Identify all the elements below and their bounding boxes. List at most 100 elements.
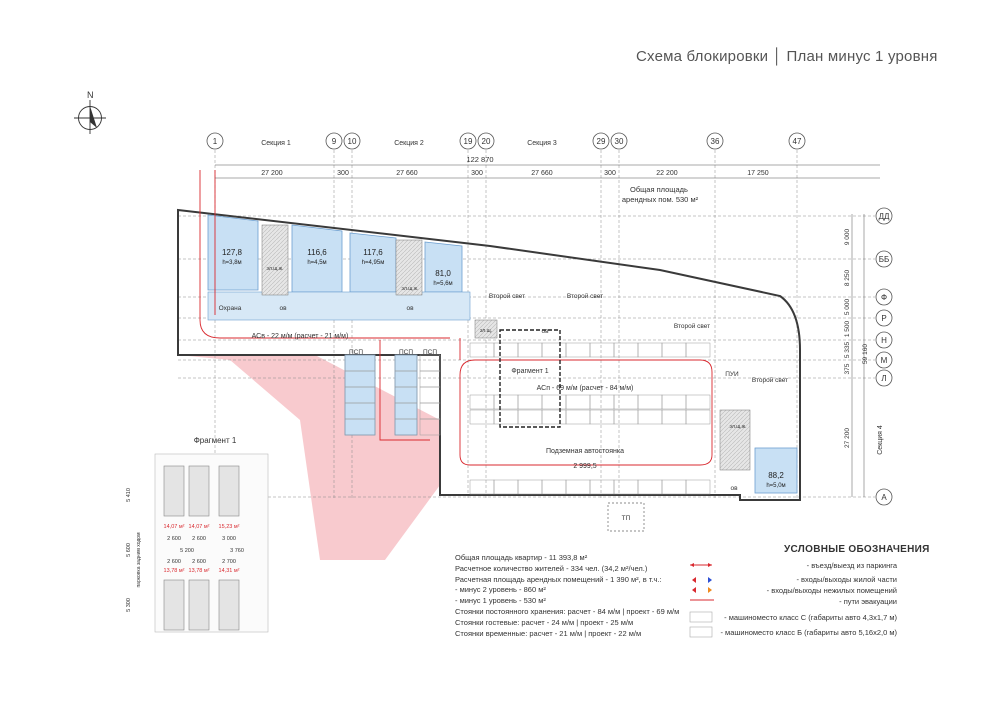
puy-label: ПУИ: [725, 371, 739, 378]
rental-area-note: Общая площадь арендных пом. 530 м²: [622, 185, 699, 204]
room-5-height: h=5,0м: [766, 483, 785, 489]
right-dim: 375: [844, 363, 851, 374]
security-label: Охрана: [219, 305, 242, 312]
axis-bubble-col-30: 30: [610, 132, 628, 150]
parking-spot: [661, 409, 687, 425]
acp-label: АСп - 69 м/м (расчет - 84 м/м): [537, 385, 634, 392]
parking-spot: [613, 479, 639, 495]
parking-spot: [565, 342, 591, 358]
room-strip: [207, 291, 471, 321]
dimension-lines: [215, 164, 880, 497]
axis-bubble-col-20: 20: [477, 132, 495, 150]
fragment-dim-mid: 5 200: [180, 548, 194, 554]
parking-spot: [493, 409, 519, 425]
svg-text:А: А: [881, 493, 887, 502]
stat-line: Стоянки постоянного хранения: расчет - 8…: [455, 606, 680, 616]
axis-bubble-row-М: М: [875, 351, 893, 369]
room-5-area: 88,2: [768, 471, 784, 480]
evacuation-routes: [199, 170, 713, 466]
second-light-3: Второй свет: [674, 322, 710, 330]
axis-bubble-row-ББ: ББ: [875, 250, 893, 268]
fragment-dim-bot: 2 700: [222, 559, 236, 565]
fragment-dim-top: 3 000: [222, 536, 236, 542]
acv-label: АСв - 22 м/м (расчет - 21 м/м): [252, 333, 349, 340]
svg-text:Л: Л: [881, 374, 886, 383]
top-dim: 300: [471, 170, 483, 177]
fragment-area-top: 14,07 м²: [189, 524, 210, 530]
parking-spot: [493, 479, 519, 495]
parking-spot: [589, 479, 615, 495]
parking-spot: [613, 409, 639, 425]
tp-box: [607, 502, 645, 532]
parking-spot: [394, 418, 418, 436]
svg-text:47: 47: [793, 137, 802, 146]
axis-bubble-row-Ф: Ф: [875, 288, 893, 306]
parking-spot: [637, 394, 663, 410]
statistics-block: Общая площадь квартир - 11 393,8 м² Расч…: [455, 553, 679, 639]
room-1-area: 127,8: [222, 248, 243, 257]
elshchzh-label-3: эл.щ.ж.: [730, 424, 747, 430]
stat-line: Стоянки гостевые: расчет - 24 м/м | прое…: [455, 617, 634, 627]
fragment-marker[interactable]: [499, 329, 561, 428]
parking-spot: [589, 394, 615, 410]
room-5[interactable]: [754, 447, 798, 494]
svg-text:1: 1: [213, 137, 218, 146]
dim-right-total: 59 160: [862, 344, 869, 364]
svg-text:29: 29: [597, 137, 606, 146]
axis-bubble-row-ДД: ДД: [875, 207, 893, 225]
svg-text:30: 30: [615, 137, 624, 146]
psp-room-1[interactable]: [344, 354, 376, 436]
svg-text:Н: Н: [881, 336, 887, 345]
legend-item-entry: - въезд/выезд из паркинга: [806, 561, 897, 570]
psp-room-2[interactable]: [394, 354, 418, 436]
svg-text:20: 20: [482, 137, 491, 146]
right-dim: 27 200: [844, 428, 851, 448]
room-1[interactable]: [207, 214, 259, 291]
parking-spot: [493, 342, 519, 358]
dim-total: 122 870: [466, 155, 493, 164]
axis-bubble-col-10: 10: [343, 132, 361, 150]
parking-spot: [685, 342, 711, 358]
top-dim: 27 660: [531, 170, 553, 177]
stat-line: - минус 1 уровень - 530 м²: [455, 596, 546, 606]
section-3-label: Секция 3: [527, 140, 557, 147]
axis-bubble-row-Р: Р: [875, 309, 893, 327]
room-2[interactable]: [291, 224, 343, 293]
fragment-dim-bot: 2 600: [192, 559, 206, 565]
parking-spot: [565, 479, 591, 495]
axis-bubble-row-Н: Н: [875, 331, 893, 349]
ov-label-2: ов: [406, 305, 414, 312]
svg-text:19: 19: [464, 137, 473, 146]
legend-item-residential: - входы/выходы жилой части: [796, 575, 897, 584]
parking-spot: [637, 342, 663, 358]
legend-item-nonresidential: - входы/выходы нежилых помещений: [766, 586, 897, 595]
ov-label-4: ов: [541, 328, 549, 335]
room-1-height: h=3,8м: [222, 260, 241, 266]
stat-line: Расчетная площадь арендных помещений - 1…: [455, 574, 662, 584]
right-dim: 9 000: [844, 228, 851, 245]
parking-spot: [541, 394, 567, 410]
parking-spot: [517, 409, 543, 425]
service-cores: [261, 224, 751, 471]
fragment-dim-mid: 3 760: [230, 548, 244, 554]
misc-labels: Охрана ов ов ов ов эл.щ.ж. эл.щ.ж. эл.щ.…: [219, 266, 789, 522]
svg-text:М: М: [881, 356, 888, 365]
svg-text:Ф: Ф: [881, 293, 887, 302]
fragment-dim-top: 2 600: [167, 536, 181, 542]
room-4-area: 81,0: [435, 269, 451, 278]
svg-text:9: 9: [332, 137, 337, 146]
parking-spot: [541, 479, 567, 495]
room-4-height: h=5,6м: [433, 281, 452, 287]
axis-bubble-col-1: 1: [206, 132, 224, 150]
parking-spot: [613, 342, 639, 358]
right-dim: 5 335: [844, 341, 851, 358]
parking-spot: [661, 479, 687, 495]
commercial-rooms: [207, 214, 798, 494]
fragment-car: [218, 465, 240, 517]
parking-spot: [419, 370, 441, 388]
legend-item-class-c: - машиноместо класс С (габариты авто 4,3…: [724, 613, 897, 622]
svg-text:ДД: ДД: [879, 212, 890, 221]
legend-symbols: [689, 563, 714, 638]
